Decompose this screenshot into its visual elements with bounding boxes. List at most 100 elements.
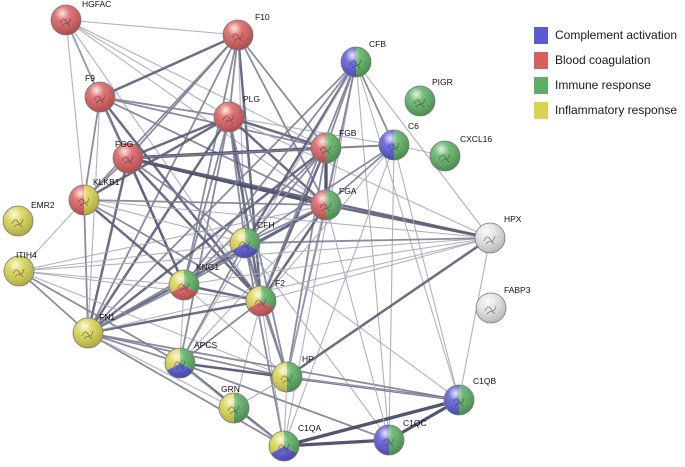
legend-label: Complement activation [555, 28, 678, 42]
edge-cfb-c1qc [355, 61, 390, 441]
edge-f10-kng1 [183, 34, 239, 286]
node-itih4[interactable]: ITIH4 [3, 250, 37, 287]
edge-layer [18, 19, 491, 448]
node-hgfac[interactable]: HGFAC [50, 0, 111, 36]
edge-f9-klkb1 [83, 96, 101, 201]
protein-structure-icon [254, 298, 267, 308]
edge-plg-c6 [228, 116, 395, 146]
edge-c6-c1qa [283, 144, 395, 447]
edge-cfh-hpx [244, 237, 491, 244]
node-label: CFB [369, 39, 386, 49]
edge-f2-grn [233, 300, 262, 409]
protein-structure-icon [319, 145, 332, 155]
node-cfh[interactable]: CFH [229, 220, 274, 259]
node-c1qc[interactable]: C1QC [373, 418, 427, 456]
protein-structure-icon [413, 98, 426, 108]
edge-kng1-hpx [183, 237, 491, 286]
node-klkb1[interactable]: KLKB1 [68, 177, 120, 216]
node-fgb[interactable]: FGB [310, 128, 357, 164]
node-gloss [112, 142, 144, 174]
node-label: FABP3 [504, 285, 531, 295]
edge-plg-klkb1 [83, 115, 230, 202]
edge-fgb-fn1 [87, 147, 327, 334]
edge-hgfac-fgb [65, 19, 327, 149]
edge-itih4-cfh [18, 242, 246, 272]
edge-f9-fga [99, 96, 327, 206]
node-label: FGG [115, 139, 133, 149]
node-emr2[interactable]: EMR2 [2, 200, 55, 237]
protein-structure-icon [382, 437, 395, 447]
edge-kng1-hp [183, 284, 288, 378]
node-label: F9 [85, 73, 95, 83]
protein-structure-icon [280, 374, 293, 384]
legend-label: Inflammatory response [555, 103, 678, 117]
node-cxcl16[interactable]: CXCL16 [429, 134, 492, 172]
edge-cfh-c1qc [244, 242, 390, 441]
edge-plg-fgg [127, 115, 230, 160]
node-apcs[interactable]: APCS [164, 340, 217, 379]
node-label: KLKB1 [93, 177, 120, 187]
protein-structure-icon [81, 330, 94, 340]
node-gloss [340, 46, 372, 78]
node-label: ITIH4 [16, 250, 37, 260]
protein-structure-icon [349, 59, 362, 69]
node-plg[interactable]: PLG [213, 94, 260, 133]
node-c6[interactable]: C6 [378, 121, 419, 161]
node-grn[interactable]: GRN [218, 384, 250, 424]
node-gloss [213, 101, 245, 133]
node-label: PLG [243, 94, 260, 104]
edge-c1qa-c1qb [283, 398, 460, 448]
node-pigr[interactable]: PIGR [404, 77, 453, 117]
edge-fgg-cfh [127, 157, 246, 244]
node-gloss [222, 19, 254, 51]
node-gloss [2, 205, 34, 237]
node-label: F2 [275, 278, 285, 288]
node-label: C6 [408, 121, 419, 131]
protein-structure-icon [238, 240, 251, 250]
protein-structure-icon [93, 94, 106, 104]
node-fgg[interactable]: FGG [112, 139, 144, 174]
legend-swatch-immune [534, 76, 548, 94]
edge-klkb1-f2 [83, 199, 262, 302]
edge-fn1-apcs [87, 332, 181, 364]
node-label: C1QA [298, 423, 321, 433]
protein-structure-icon [177, 282, 190, 292]
node-gloss [50, 4, 82, 36]
node-label: EMR2 [31, 200, 55, 210]
node-label: FGB [339, 128, 357, 138]
edge-plg-fga [228, 116, 327, 206]
node-gloss [164, 347, 196, 379]
legend: Complement activation Blood coagulation … [534, 26, 677, 126]
legend-swatch-inflammatory [534, 101, 548, 119]
node-gloss [168, 269, 200, 301]
edge-klkb1-hpx [83, 199, 491, 239]
protein-structure-icon [277, 443, 290, 453]
node-gloss [3, 255, 35, 287]
protein-structure-icon [222, 114, 235, 124]
node-c1qa[interactable]: C1QA [268, 423, 321, 462]
edge-cfb-f2 [260, 61, 357, 302]
node-c1qb[interactable]: C1QB [443, 376, 496, 416]
node-kng1[interactable]: KNG1 [168, 262, 219, 301]
node-f9[interactable]: F9 [84, 73, 116, 113]
legend-item-complement: Complement activation [534, 26, 677, 44]
protein-structure-icon [319, 202, 332, 212]
node-hpx[interactable]: HPX [474, 214, 522, 254]
node-gloss [72, 317, 104, 349]
protein-structure-icon [227, 405, 240, 415]
edge-fn1-c1qb [87, 332, 460, 401]
node-fn1[interactable]: FN1 [72, 312, 115, 349]
edge-klkb1-cfh [83, 199, 246, 244]
protein-structure-icon [438, 153, 451, 163]
edge-plg-kng1 [183, 116, 230, 286]
edge-hgfac-plg [65, 19, 230, 118]
node-gloss [218, 392, 250, 424]
node-f10[interactable]: F10 [222, 12, 270, 51]
node-gloss [229, 227, 261, 259]
node-f2[interactable]: F2 [245, 278, 285, 317]
edge-c6-c1qb [393, 144, 460, 401]
node-fga[interactable]: FGA [310, 186, 357, 221]
node-fabp3[interactable]: FABP3 [475, 285, 531, 324]
node-cfb[interactable]: CFB [340, 39, 386, 78]
node-hp[interactable]: HP [271, 354, 314, 393]
